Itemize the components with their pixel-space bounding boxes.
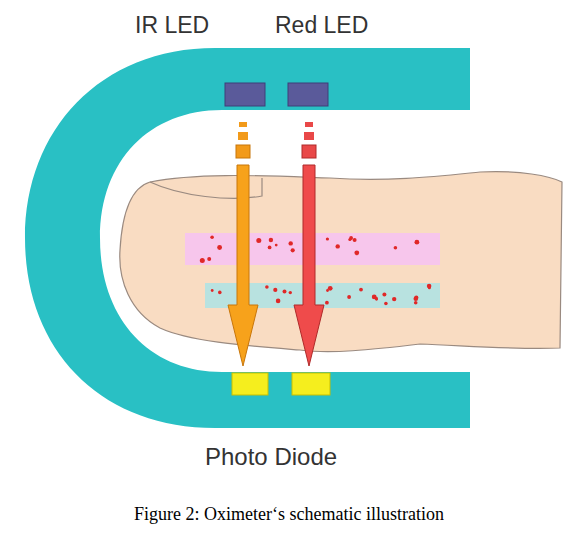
figure-caption: Figure 2: Oximeter‘s schematic illustrat… xyxy=(134,504,444,525)
clip-housing xyxy=(25,48,470,428)
red-beam xyxy=(294,122,324,366)
red-led xyxy=(288,83,328,106)
finger xyxy=(120,172,562,352)
blood-cells xyxy=(200,235,432,305)
photo-diode xyxy=(232,373,268,395)
part-label: Red LED xyxy=(275,12,368,39)
ir-led xyxy=(225,83,265,106)
part-label: IR LED xyxy=(135,12,209,39)
part-label: Photo Diode xyxy=(205,443,337,471)
ir-beam xyxy=(228,122,258,366)
photo-diode xyxy=(292,373,330,395)
